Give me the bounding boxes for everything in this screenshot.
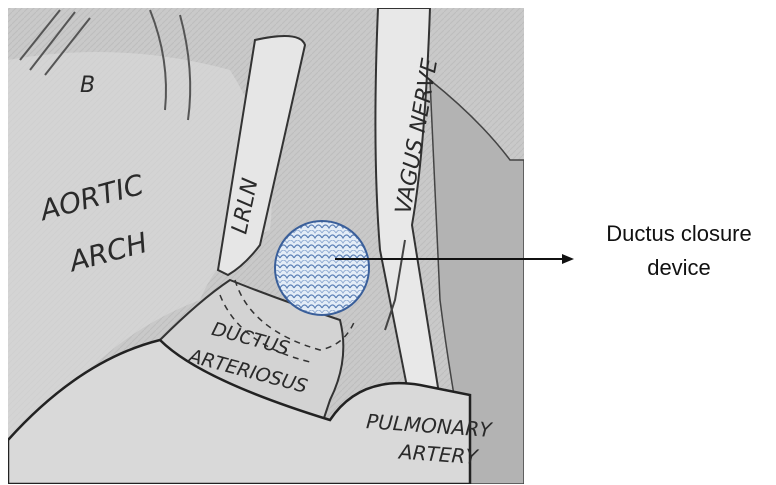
callout-line-1: Ductus closure — [582, 217, 776, 251]
callout-label: Ductus closure device — [582, 217, 776, 285]
panel-label: B — [80, 73, 95, 98]
ductus-closure-device — [275, 221, 369, 315]
callout-line-2: device — [582, 251, 776, 285]
callout-arrow-head — [562, 254, 574, 264]
